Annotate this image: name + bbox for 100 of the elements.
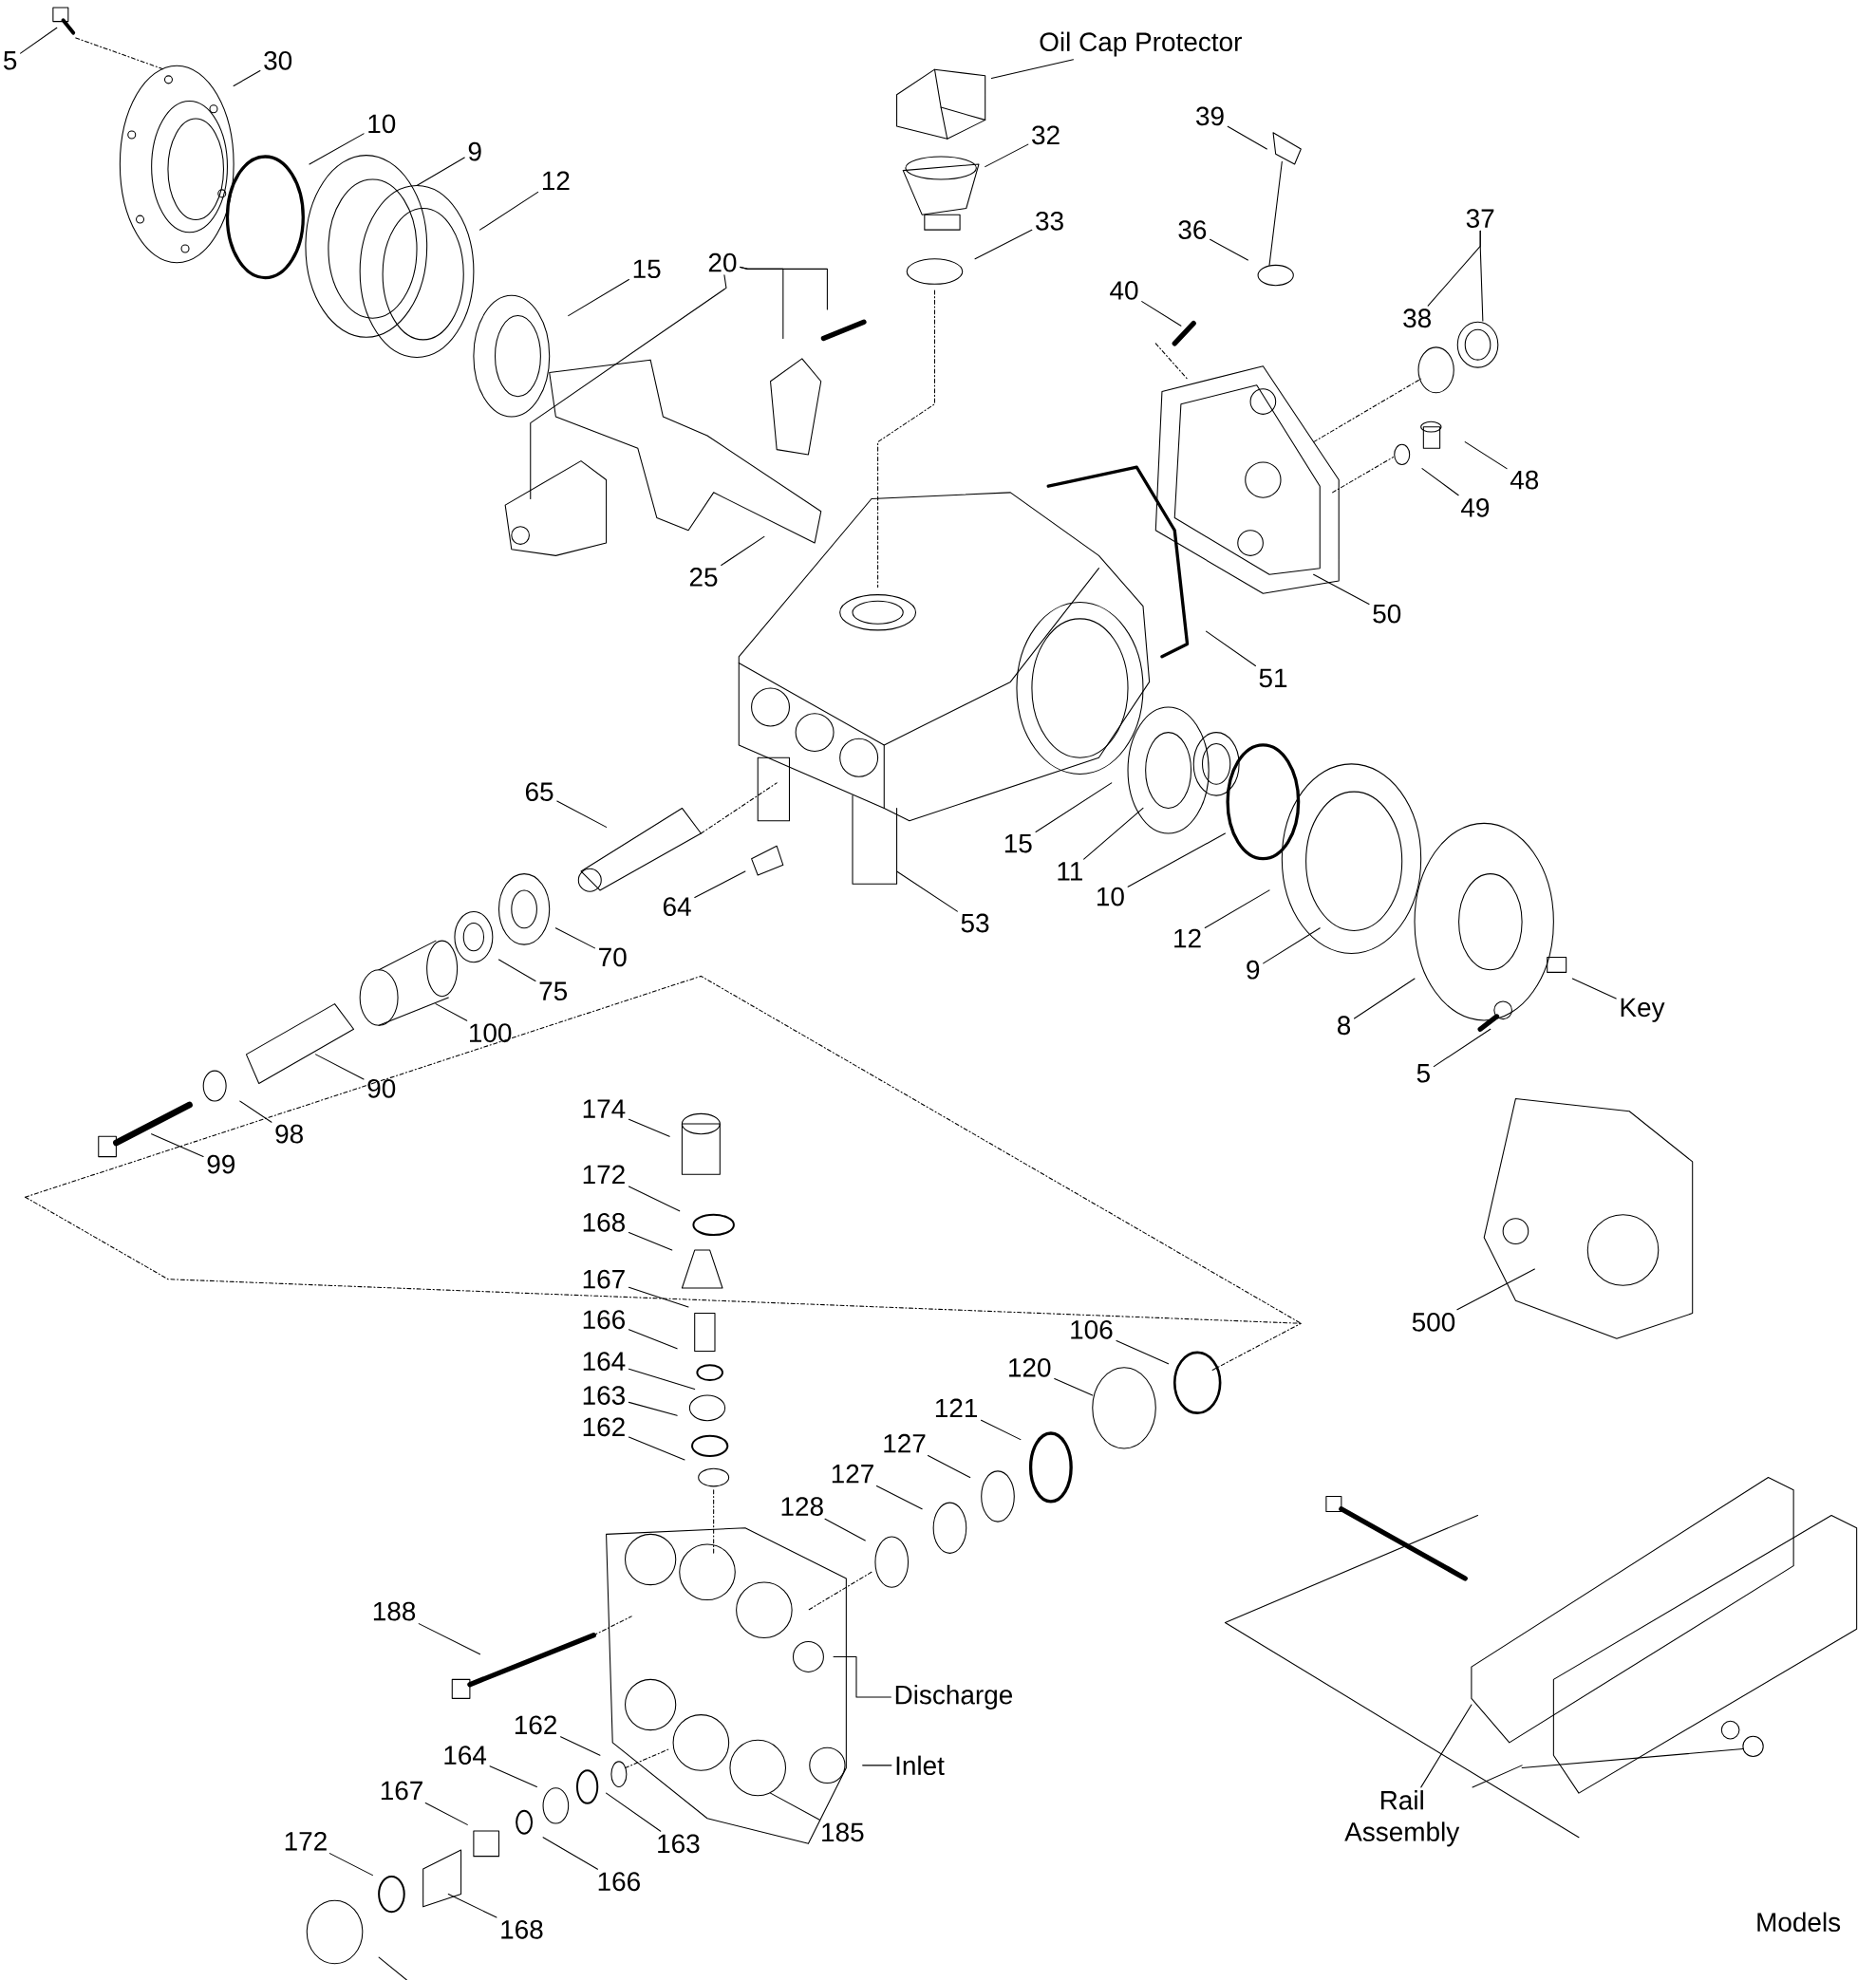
leader-line [833, 1655, 892, 1698]
callout-number: 127 [833, 1464, 874, 1484]
callout-number: 37 [1466, 209, 1494, 229]
leader-line [1572, 978, 1617, 999]
callout-number: 38 [1403, 308, 1432, 328]
leader-line [498, 959, 536, 981]
leader-line [1206, 630, 1257, 666]
leader-line [628, 1286, 689, 1308]
leader-line [1479, 230, 1484, 322]
callout-number: 64 [664, 897, 691, 917]
leader-line [862, 1765, 892, 1766]
leader-line [1116, 1340, 1170, 1365]
callout-number: 167 [583, 1269, 625, 1289]
callout-number: 20 [709, 252, 737, 272]
leader-line [1464, 441, 1508, 470]
callout-number: 168 [583, 1212, 626, 1232]
callout-number: 25 [690, 568, 718, 587]
callout-number: 48 [1510, 470, 1539, 490]
leader-line [1472, 1765, 1523, 1788]
leader-line [1204, 889, 1270, 929]
callout-number: 15 [1005, 833, 1032, 853]
callout-number: Inlet [896, 1755, 945, 1776]
leader-line [1433, 1028, 1491, 1068]
callout-number: 121 [936, 1398, 978, 1418]
callout-number: 168 [501, 1919, 543, 1939]
callout-number: 10 [368, 114, 396, 134]
callout-number: 164 [583, 1352, 626, 1372]
leader-line [542, 1837, 599, 1870]
callout-number: 162 [583, 1417, 625, 1437]
leader-line [896, 870, 959, 912]
leader-line [447, 1894, 497, 1918]
leader-line [721, 535, 765, 567]
callout-number: 8 [1338, 1016, 1351, 1036]
callout-number: 12 [543, 171, 570, 190]
leader-line [628, 1401, 678, 1416]
callout-number: 5 [4, 51, 17, 70]
leader-line [329, 1853, 374, 1877]
callout-number: 172 [583, 1165, 625, 1184]
leader-line [489, 1765, 538, 1787]
leader-line [928, 1455, 971, 1479]
leader-line [233, 70, 261, 86]
leader-line [991, 59, 1075, 79]
leader-line [1263, 927, 1321, 964]
callout-number: 100 [470, 1023, 512, 1043]
leader-line [1210, 238, 1249, 261]
callout-number: 166 [583, 1310, 626, 1330]
callout-number: 99 [207, 1154, 235, 1174]
callout-number: 49 [1461, 497, 1490, 517]
callout-number: 127 [884, 1433, 926, 1453]
leader-line [315, 1054, 365, 1080]
callout-number: 33 [1036, 211, 1064, 231]
callout-number: 162 [516, 1715, 557, 1735]
leader-line [824, 1518, 867, 1541]
leader-line [974, 229, 1033, 260]
leader-line [770, 1792, 821, 1821]
callout-number: 500 [1413, 1313, 1455, 1332]
leader-line [479, 191, 539, 231]
leader-line [1141, 301, 1182, 327]
callout-number: Discharge [896, 1685, 1013, 1710]
leader-line [560, 1736, 601, 1756]
callout-number: 40 [1110, 281, 1138, 300]
callout-number: 172 [285, 1831, 328, 1851]
callout-number: 11 [1058, 862, 1083, 881]
callout-number: 5 [1416, 1064, 1431, 1083]
leader-line [418, 1623, 481, 1655]
callout-number: Key [1621, 998, 1665, 1022]
leader-line [530, 274, 727, 500]
callout-number: 10 [1097, 887, 1125, 906]
leader-line [628, 1118, 670, 1137]
leader-line [1421, 468, 1459, 496]
leader-line [1456, 1268, 1536, 1311]
leader-line [309, 133, 365, 165]
callout-number: 128 [781, 1497, 824, 1516]
leader-line [628, 1186, 681, 1212]
callout-number: 30 [264, 50, 292, 70]
leader-line [416, 157, 465, 187]
leader-line [740, 266, 784, 340]
leader-line [556, 800, 608, 828]
callout-number: 163 [658, 1834, 700, 1854]
leader-line [151, 1133, 204, 1157]
leader-line [981, 1419, 1022, 1441]
leader-line [1127, 832, 1227, 887]
leader-line [435, 1003, 468, 1021]
leader-line [424, 1803, 468, 1825]
leader-line [20, 27, 58, 54]
callout-number: 106 [1071, 1320, 1113, 1339]
callout-number: 167 [382, 1781, 423, 1801]
callout-number: 50 [1373, 604, 1401, 624]
leader-line [606, 1792, 662, 1832]
leader-line [694, 870, 746, 899]
callout-number: Oil Cap Protector [1040, 31, 1243, 57]
callout-number: 39 [1196, 106, 1224, 126]
callout-number: 185 [822, 1822, 864, 1842]
leader-line [1420, 1704, 1473, 1788]
callout-number: 163 [583, 1386, 626, 1405]
leader-line [985, 143, 1029, 168]
callout-number: 65 [526, 782, 553, 802]
leader-line [628, 1368, 696, 1390]
callout-number: 164 [444, 1746, 487, 1765]
leader-line [1227, 125, 1268, 150]
